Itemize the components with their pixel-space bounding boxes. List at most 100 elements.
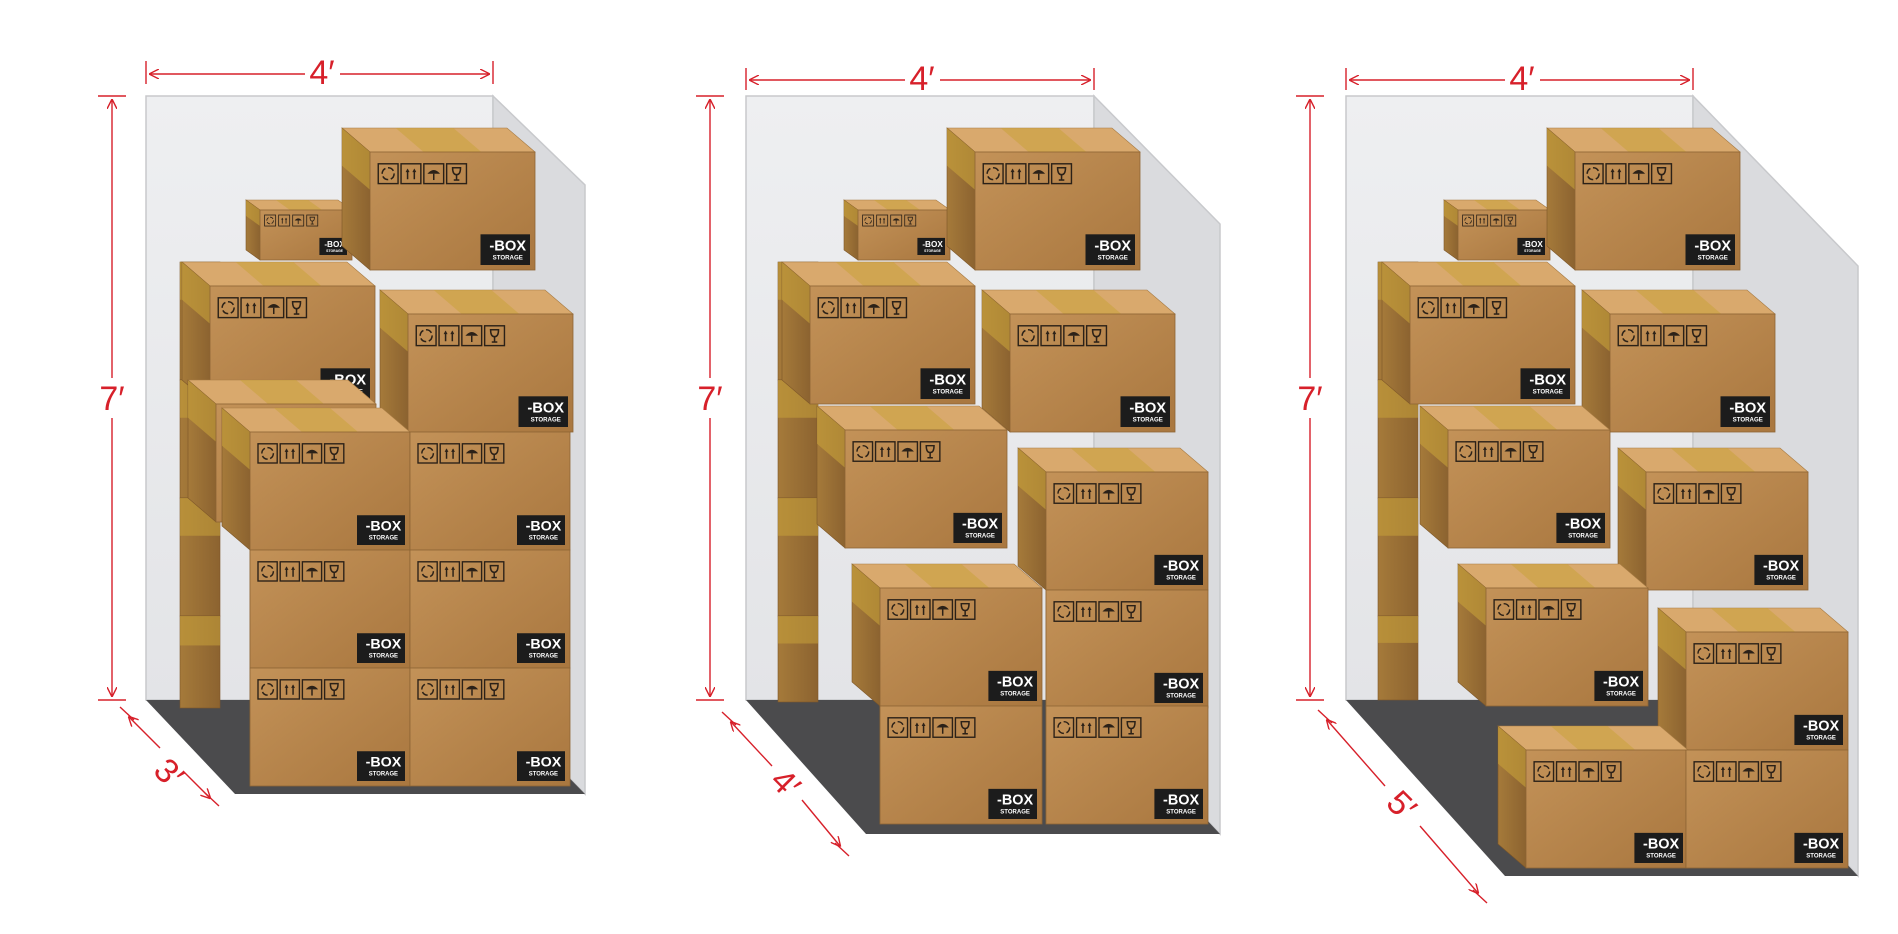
unit-4x4: -BOXSTORAGE-BOXSTORAGE-BOXSTORAGE-BOXSTO… <box>696 60 1221 857</box>
box-stack: -BOXSTORAGE-BOXSTORAGE-BOXSTORAGE-BOXSTO… <box>179 127 574 787</box>
brand-name: -BOX <box>526 519 562 535</box>
box-stack: -BOXSTORAGE-BOXSTORAGE-BOXSTORAGE-BOXSTO… <box>1377 127 1849 869</box>
storage-box <box>1377 615 1419 701</box>
brand-sub: STORAGE <box>529 654 558 660</box>
fragile-icon <box>1560 599 1582 620</box>
brand-sub: STORAGE <box>529 772 558 778</box>
brand-sub: STORAGE <box>1000 692 1030 698</box>
brand-name: -BOX <box>1163 559 1199 575</box>
fragile-icon <box>1485 297 1508 319</box>
brand-sub: STORAGE <box>1733 416 1763 423</box>
brand-sub: STORAGE <box>965 534 995 540</box>
recycle-icon <box>417 679 438 700</box>
recycle-icon <box>217 297 239 319</box>
recycle-icon <box>415 325 437 347</box>
brand-sub: STORAGE <box>1806 736 1836 742</box>
brand-name: -BOX <box>922 240 943 249</box>
this-way-up-icon <box>909 599 931 620</box>
this-way-up-icon <box>1477 441 1499 462</box>
brand-sub: STORAGE <box>1133 416 1163 423</box>
fragile-icon <box>323 561 345 582</box>
this-way-up-icon <box>840 297 862 319</box>
brand-name: -BOX <box>527 400 564 416</box>
brand-name: -BOX <box>366 519 402 535</box>
brand-sub: STORAGE <box>1166 810 1196 816</box>
recycle-icon <box>887 599 909 620</box>
fragile-icon <box>1504 214 1517 227</box>
this-way-up-icon <box>438 325 460 347</box>
keep-dry-icon <box>461 325 483 347</box>
recycle-icon <box>257 443 278 464</box>
brand-sub: STORAGE <box>493 254 523 261</box>
fragile-icon <box>1085 325 1108 347</box>
dimension-height: 7′ <box>1296 95 1324 701</box>
keep-dry-icon <box>301 679 323 700</box>
recycle-icon <box>1653 483 1675 504</box>
brand-sub: STORAGE <box>1806 854 1836 860</box>
brand-sub: STORAGE <box>1000 810 1030 816</box>
recycle-icon <box>887 717 909 738</box>
this-way-up-icon <box>874 441 896 462</box>
fragile-icon <box>285 297 308 319</box>
this-way-up-icon <box>439 443 461 464</box>
recycle-icon <box>1533 761 1555 782</box>
fragile-icon <box>483 679 505 700</box>
recycle-icon <box>817 297 839 319</box>
fragile-icon <box>954 717 976 738</box>
this-way-up-icon <box>1605 163 1627 185</box>
recycle-icon <box>377 163 399 185</box>
recycle-icon <box>257 561 278 582</box>
keep-dry-icon <box>1098 483 1120 504</box>
keep-dry-icon <box>1663 325 1685 347</box>
this-way-up-icon <box>279 443 301 464</box>
brand-sub: STORAGE <box>924 249 942 253</box>
dimension-height: 7′ <box>98 95 126 701</box>
brand-name: -BOX <box>962 517 998 533</box>
keep-dry-icon <box>301 443 323 464</box>
this-way-up-icon <box>240 297 262 319</box>
depth-label: 5′ <box>1379 783 1424 828</box>
brand-name: -BOX <box>997 793 1033 809</box>
brand-sub: STORAGE <box>1166 576 1196 582</box>
recycle-icon <box>1693 643 1715 664</box>
brand-name: -BOX <box>1522 240 1543 249</box>
recycle-icon <box>257 679 278 700</box>
keep-dry-icon <box>1063 325 1085 347</box>
recycle-icon <box>1455 441 1477 462</box>
keep-dry-icon <box>1698 483 1720 504</box>
this-way-up-icon <box>1075 717 1097 738</box>
fragile-icon <box>1685 325 1708 347</box>
recycle-icon <box>1582 163 1604 185</box>
keep-dry-icon <box>461 443 483 464</box>
fragile-icon <box>1720 483 1742 504</box>
brand-name: -BOX <box>1129 400 1166 416</box>
recycle-icon <box>1617 325 1639 347</box>
recycle-icon <box>264 214 277 227</box>
width-label: 4′ <box>909 60 934 98</box>
brand-name: -BOX <box>1094 238 1131 254</box>
brand-name: -BOX <box>526 637 562 653</box>
fragile-icon <box>483 325 506 347</box>
fragile-icon <box>1050 163 1073 185</box>
brand-sub: STORAGE <box>1166 694 1196 700</box>
fragile-icon <box>1650 163 1673 185</box>
keep-dry-icon <box>1463 297 1485 319</box>
